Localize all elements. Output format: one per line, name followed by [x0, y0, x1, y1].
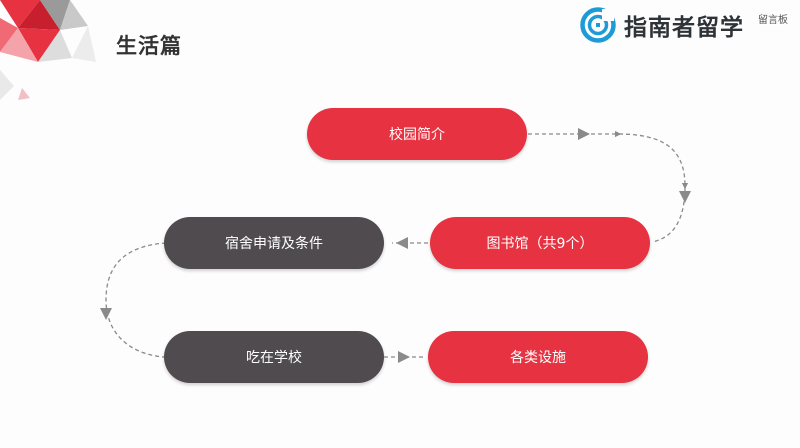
connector-campus-to-library	[528, 130, 689, 243]
flow-node-label: 宿舍申请及条件	[225, 236, 323, 252]
arrow-right-top	[578, 128, 590, 140]
flow-node-facilities: 各类设施	[428, 331, 648, 383]
flow-node-label: 校园简介	[389, 127, 445, 143]
flow-node-label: 各类设施	[510, 350, 566, 366]
flow-node-dining: 吃在学校	[164, 331, 384, 383]
brand-logo-icon	[580, 7, 616, 43]
flow-node-campus-intro: 校园简介	[307, 108, 527, 160]
flow-node-label: 图书馆（共9个）	[486, 236, 594, 252]
page-title: 生活篇	[116, 34, 182, 58]
flow-node-label: 吃在学校	[246, 350, 302, 366]
brand-logo: 指南者留学	[580, 6, 744, 44]
arrow-left-middle	[396, 237, 408, 249]
arrow-right-bottom	[398, 351, 410, 363]
corner-decoration-icon	[0, 0, 96, 100]
arrow-down-left	[100, 308, 112, 320]
flow-node-library: 图书馆（共9个）	[430, 217, 650, 269]
arrow-down-right	[679, 191, 691, 203]
connector-dorm-to-dining	[105, 242, 167, 358]
overlay-caption: 留言板	[758, 11, 788, 26]
brand-name: 指南者留学	[624, 15, 744, 41]
flow-node-dorm: 宿舍申请及条件	[164, 217, 384, 269]
